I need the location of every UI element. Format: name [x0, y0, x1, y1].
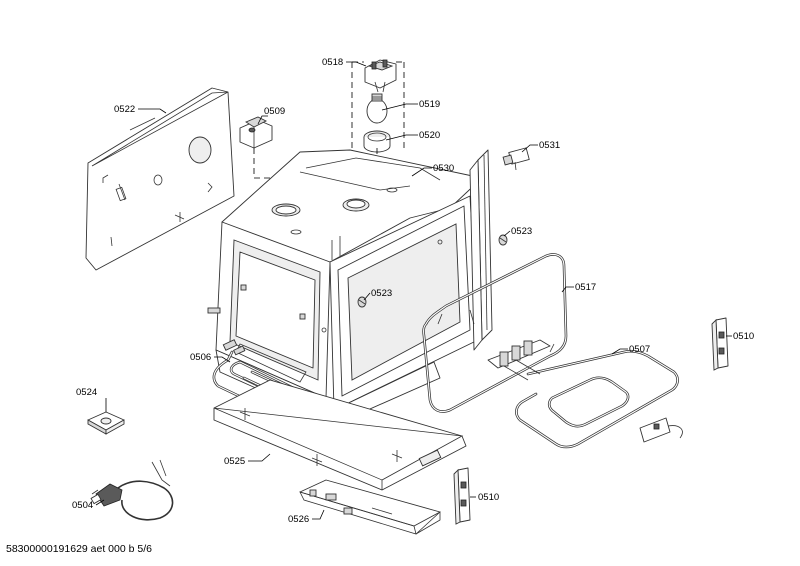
label-0525: 0525 — [224, 456, 245, 467]
lamp-glass-cover-part — [363, 130, 391, 153]
label-0504: 0504 — [72, 500, 93, 511]
label-0530: 0530 — [433, 163, 454, 174]
mains-cable-part — [90, 459, 174, 521]
label-0518: 0518 — [322, 57, 343, 68]
label-0526: 0526 — [288, 514, 309, 525]
label-0510-bottom: 0510 — [478, 492, 499, 503]
door-gasket-part — [422, 253, 568, 413]
label-0522: 0522 — [114, 104, 135, 115]
screw-part-upper — [498, 234, 508, 246]
label-0519: 0519 — [419, 99, 440, 110]
lamp-holder-part — [364, 59, 397, 93]
spacer-pad-part — [87, 411, 125, 435]
label-0506: 0506 — [190, 352, 211, 363]
label-0523-lower: 0523 — [371, 288, 392, 299]
grill-heater-part — [487, 339, 683, 449]
document-id-footer: 58300000191629 aet 000 b 5/6 — [6, 543, 152, 555]
lamp-socket-part — [239, 116, 273, 149]
leader-lines — [95, 61, 732, 520]
door-hinge-part-bottom — [453, 467, 471, 525]
lamp-bulb-part — [366, 93, 388, 124]
label-0517: 0517 — [575, 282, 596, 293]
sensor-part — [502, 147, 530, 171]
label-0507: 0507 — [629, 344, 650, 355]
bottom-plate-part — [213, 379, 467, 491]
side-clip-part — [207, 307, 221, 314]
label-0509: 0509 — [264, 106, 285, 117]
label-0531: 0531 — [539, 140, 560, 151]
label-0524: 0524 — [76, 387, 97, 398]
rear-panel-part — [85, 87, 235, 271]
label-0520: 0520 — [419, 130, 440, 141]
label-0523-upper: 0523 — [511, 226, 532, 237]
label-0510-right: 0510 — [733, 331, 754, 342]
door-hinge-part-right — [711, 317, 729, 371]
oven-cavity-part — [215, 149, 493, 425]
bottom-rail-part — [299, 479, 441, 535]
